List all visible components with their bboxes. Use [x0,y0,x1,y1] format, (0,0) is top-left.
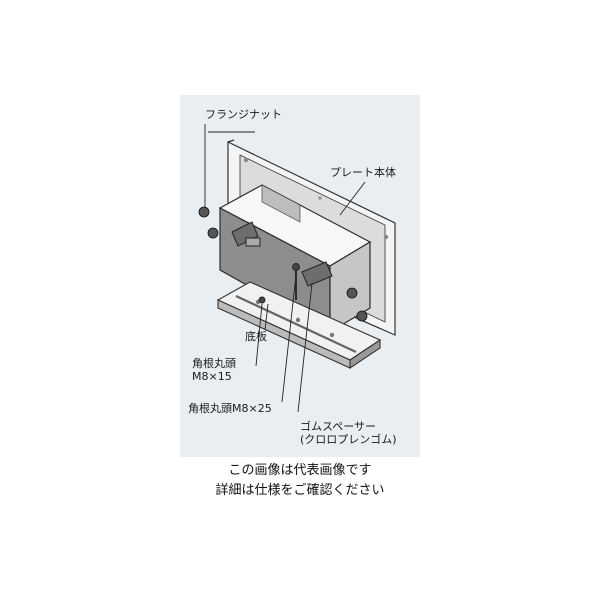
label-bottom-plate: 底板 [245,330,267,343]
leader-lines [204,124,366,413]
label-rubber-spacer: ゴムスペーサー (クロロプレンゴム) [300,420,397,446]
flange-nuts [198,206,368,322]
label-carriage-bolt-m8x25: 角根丸頭M8×25 [188,402,272,415]
label-carriage-bolt-m8x15-line2: M8×15 [192,370,232,383]
label-carriage-bolt-m8x15: 角根丸頭 M8×15 [192,357,236,383]
label-flange-nut: フランジナット [205,108,282,121]
caption-line1: この画像は代表画像です [228,463,372,478]
mounting-brackets [231,221,333,287]
label-rubber-spacer-line2: (クロロプレンゴム) [300,433,397,446]
label-plate-body: プレート本体 [330,166,396,179]
label-carriage-bolt-m8x15-line1: 角根丸頭 [192,357,236,370]
label-rubber-spacer-line1: ゴムスペーサー [300,420,377,433]
caption-line2: 詳細は仕様をご確認ください [215,483,385,498]
